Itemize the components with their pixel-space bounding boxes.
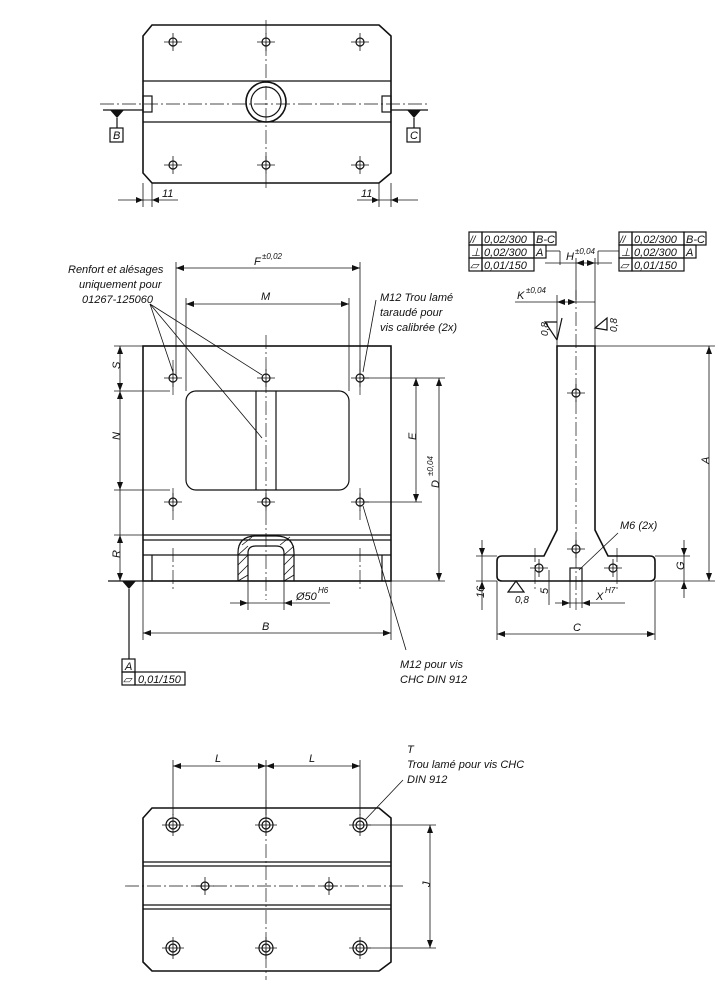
datum-b-label: B — [113, 130, 120, 142]
flatness-icon-left: ▱ — [470, 260, 480, 272]
parallel-icon-right: // — [619, 235, 627, 246]
perpendicular-icon-right: ⊥ — [621, 247, 631, 259]
fcf-left-parallel: 0,02/300 — [484, 234, 528, 246]
fcf-left-perp-ref: A — [535, 247, 543, 259]
dim-m: M — [261, 291, 271, 303]
dim-k-tolerance: ±0,04 — [526, 286, 547, 295]
note-m12-line1: M12 Trou lamé — [380, 292, 453, 304]
note-m12-bottom-line1: M12 pour vis — [400, 659, 463, 671]
bore-section — [237, 535, 295, 582]
datum-b: B — [103, 109, 143, 143]
fcf-right-parallel-ref: B-C — [686, 234, 705, 246]
note-reinforcement-line2: uniquement pour — [79, 279, 163, 291]
fcf-right-flat: 0,01/150 — [634, 260, 678, 272]
note-m12-line3: vis calibrée (2x) — [380, 322, 457, 334]
roughness-left: 0,8 — [540, 322, 551, 336]
note-t-line2: Trou lamé pour vis CHC — [407, 759, 524, 771]
note-m6: M6 (2x) — [620, 520, 658, 532]
dim-f-tolerance: ±0,02 — [262, 252, 283, 261]
fcf-left-parallel-ref: B-C — [536, 234, 555, 246]
datum-c: C — [391, 109, 428, 143]
dim-16: 16 — [475, 585, 487, 598]
dim-a: A — [700, 457, 712, 465]
bottom-view: L L T Trou lamé pour vis CHC DIN 912 J — [125, 744, 524, 980]
dim-x-tolerance: H7 — [605, 586, 616, 595]
dim-j: J — [421, 881, 433, 888]
dim-d-tolerance: ±0,04 — [426, 455, 435, 476]
dim-l-first: L — [215, 753, 221, 765]
window-cutout — [185, 390, 350, 491]
dim-f: F — [254, 256, 262, 268]
side-view: // 0,02/300 B-C ⊥ 0,02/300 A ▱ 0,01/150 … — [468, 231, 715, 640]
dim-n: N — [111, 432, 123, 440]
dim-g: G — [675, 561, 687, 570]
datum-a-label: A — [124, 661, 132, 673]
note-m12-bottom-line2: CHC DIN 912 — [400, 674, 467, 686]
top-dim-11-left: 11 — [162, 188, 173, 200]
roughness-bottom: 0,8 — [515, 595, 529, 606]
note-reinforcement-line1: Renfort et alésages — [68, 264, 164, 276]
top-dim-11-right: 11 — [361, 188, 372, 200]
note-reinforcement-line3: 01267-125060 — [82, 294, 154, 306]
dim-b: B — [262, 621, 269, 633]
flatness-icon: ▱ — [123, 674, 133, 686]
fcf-left-flat: 0,01/150 — [484, 260, 528, 272]
dim-h: H — [566, 251, 574, 263]
dim-e: E — [407, 432, 419, 440]
roughness-right: 0,8 — [609, 318, 620, 332]
dim-k: K — [517, 290, 525, 302]
top-view: B C 11 11 — [100, 20, 430, 207]
flatness-icon-right: ▱ — [620, 260, 630, 272]
dim-s: S — [111, 361, 123, 369]
parallel-icon: // — [469, 235, 477, 246]
fcf-right: // 0,02/300 B-C ⊥ 0,02/300 A ▱ 0,01/150 — [597, 231, 707, 272]
dim-r: R — [111, 550, 123, 558]
note-t-line3: DIN 912 — [407, 774, 447, 786]
perpendicular-icon: ⊥ — [471, 247, 481, 259]
fcf-left-perp: 0,02/300 — [484, 247, 528, 259]
fcf-right-perp: 0,02/300 — [634, 247, 678, 259]
side-view-outline — [496, 345, 656, 582]
datum-a: A ▱ 0,01/150 — [108, 580, 186, 686]
dim-bore-tolerance: H6 — [318, 586, 329, 595]
dim-h-tolerance: ±0,04 — [575, 247, 596, 256]
fcf-left: // 0,02/300 B-C ⊥ 0,02/300 A ▱ 0,01/150 — [468, 231, 561, 272]
dim-bore-diameter: Ø50 — [295, 591, 318, 603]
fcf-flatness-value: 0,01/150 — [138, 674, 182, 686]
fcf-right-parallel: 0,02/300 — [634, 234, 678, 246]
dim-5: 5 — [539, 587, 551, 594]
front-view-outline — [142, 345, 392, 582]
center-bore — [245, 81, 287, 123]
datum-c-label: C — [410, 130, 418, 142]
fcf-right-perp-ref: A — [685, 247, 693, 259]
note-t-line1: T — [407, 744, 415, 756]
dim-l-second: L — [309, 753, 315, 765]
front-view: Renfort et alésages uniquement pour 0126… — [68, 252, 467, 686]
note-m12-line2: taraudé pour — [380, 307, 444, 319]
dim-x: X — [595, 591, 604, 603]
dim-c: C — [573, 622, 581, 634]
dim-d: D — [430, 480, 442, 488]
